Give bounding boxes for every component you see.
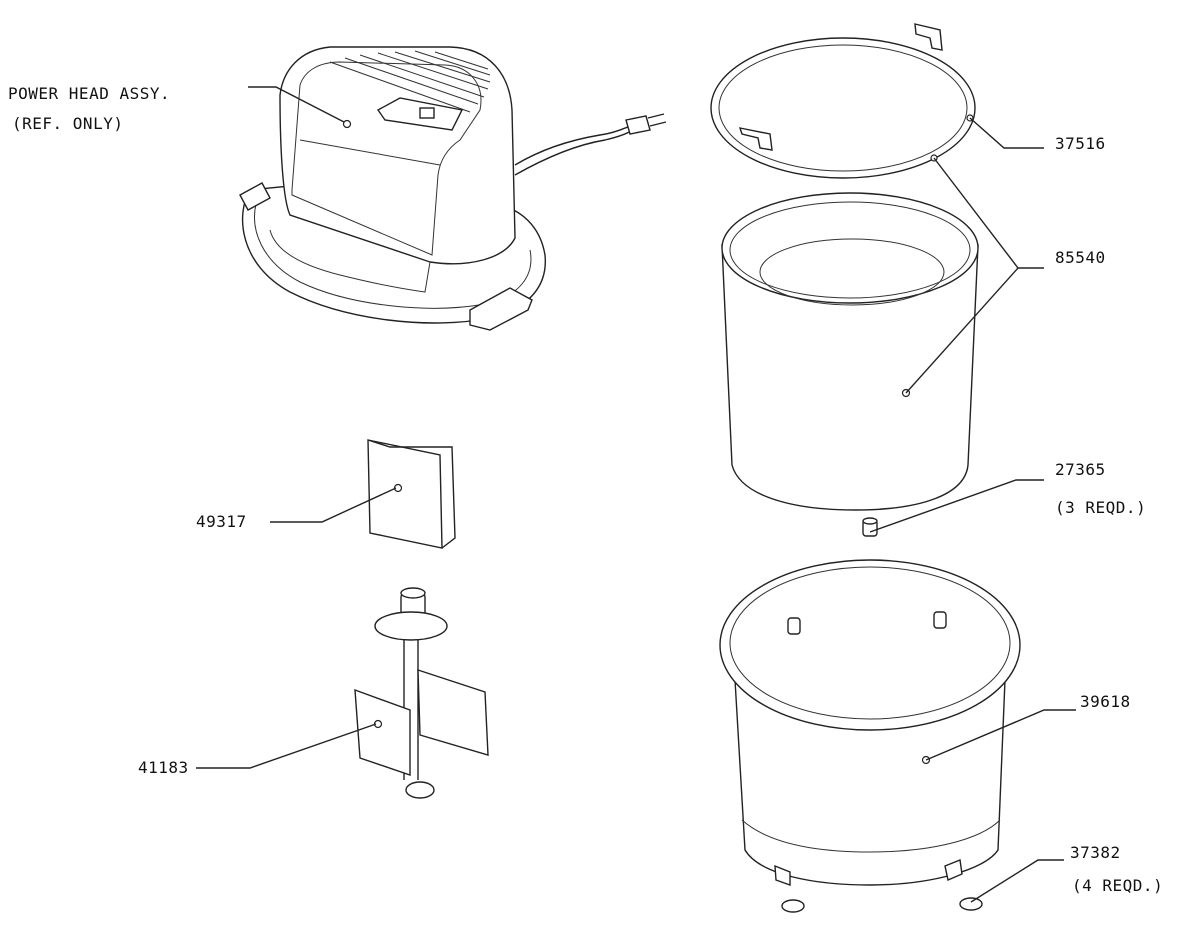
part-27365-label: 27365 bbox=[1055, 460, 1106, 479]
foot-37382 bbox=[781, 897, 983, 913]
agitator-41183 bbox=[354, 587, 489, 799]
part-37382-label: 37382 bbox=[1070, 843, 1121, 862]
inner-bowl-85540 bbox=[721, 192, 979, 511]
outer-housing-39618 bbox=[719, 559, 1021, 886]
pin-27365 bbox=[862, 517, 878, 537]
power-head-label: POWER HEAD ASSY. bbox=[8, 84, 171, 103]
power-head-assembly bbox=[239, 46, 667, 331]
part-27365-qty-label: (3 REQD.) bbox=[1055, 498, 1147, 517]
part-41183-label: 41183 bbox=[138, 758, 189, 777]
part-85540-label: 85540 bbox=[1055, 248, 1106, 267]
part-37516-label: 37516 bbox=[1055, 134, 1106, 153]
leader-lines bbox=[196, 86, 1076, 903]
lid-ring-37516 bbox=[710, 23, 976, 179]
part-49317-label: 49317 bbox=[196, 512, 247, 531]
part-37382-qty-label: (4 REQD.) bbox=[1072, 876, 1164, 895]
power-head-ref-label: (REF. ONLY) bbox=[12, 114, 124, 133]
part-39618-label: 39618 bbox=[1080, 692, 1131, 711]
filter-49317 bbox=[367, 439, 456, 549]
